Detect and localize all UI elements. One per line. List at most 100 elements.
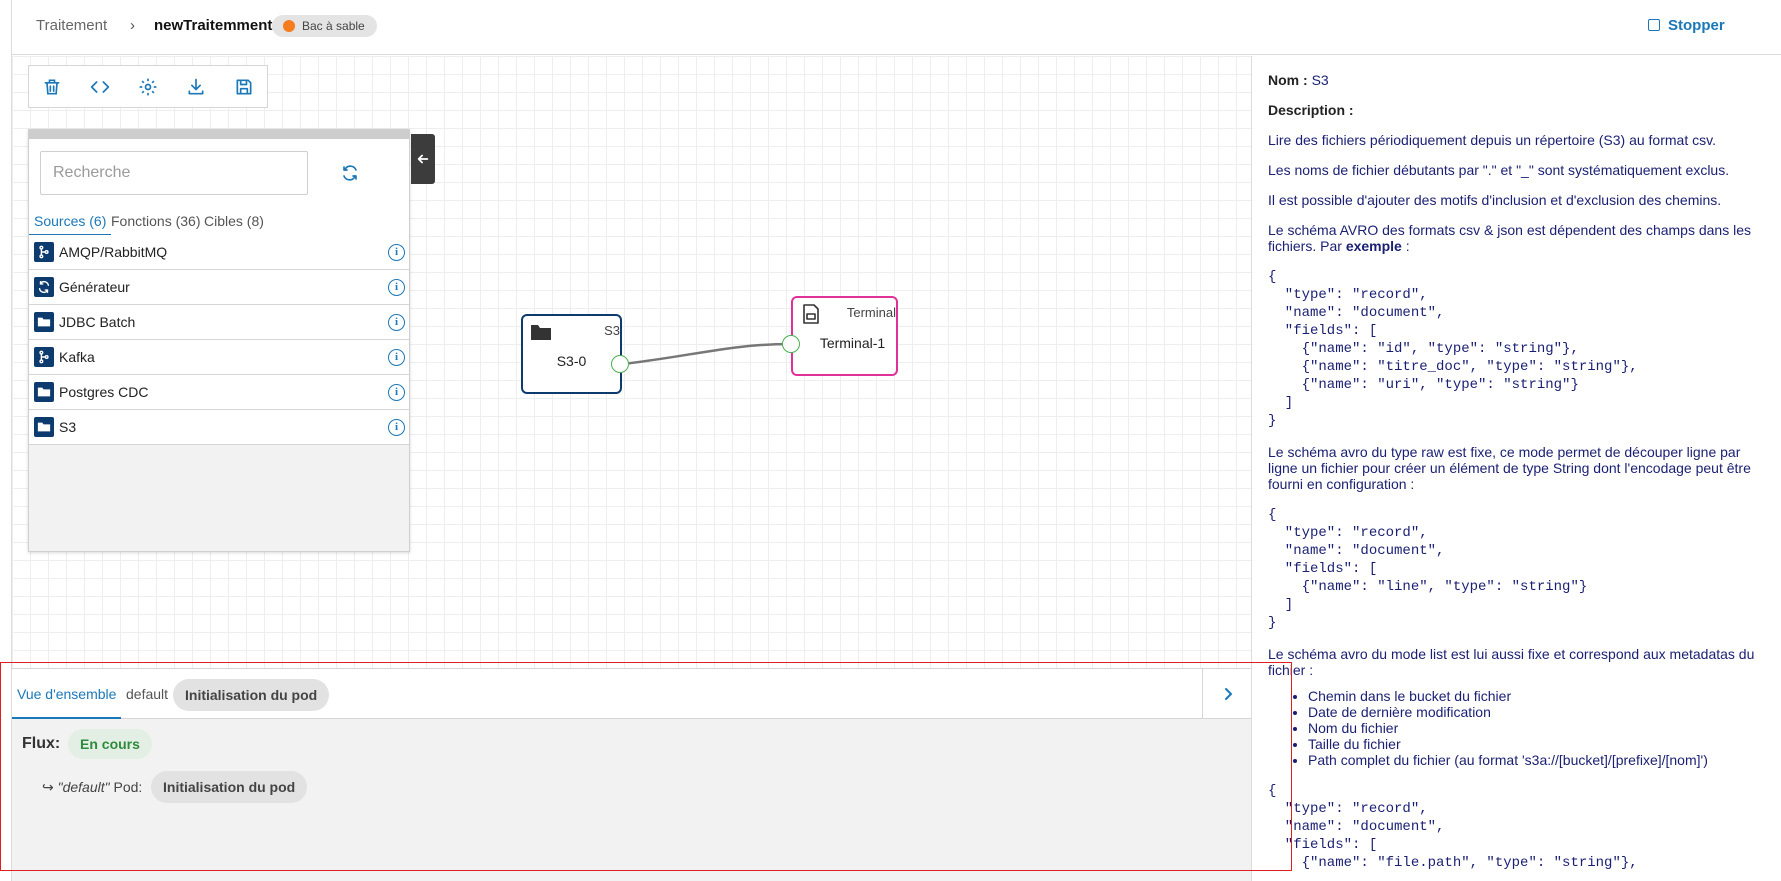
- code-block-list: { "type": "record", "name": "document", …: [1268, 783, 1638, 871]
- arrow-left-icon: [417, 154, 429, 164]
- stop-square-icon: [1648, 19, 1660, 31]
- stop-button-label: Stopper: [1668, 17, 1725, 34]
- info-icon[interactable]: i: [388, 244, 405, 261]
- palette-item-s3[interactable]: S3 i: [29, 410, 409, 445]
- code-icon[interactable]: [90, 77, 110, 97]
- gear-icon[interactable]: [138, 77, 158, 97]
- palette-item-label: Kafka: [59, 349, 95, 365]
- stream-icon: [34, 347, 54, 367]
- generator-icon: [34, 277, 54, 297]
- palette-item-label: JDBC Batch: [59, 314, 136, 330]
- list-item: Chemin dans le bucket du fichier: [1308, 688, 1767, 704]
- node-s3[interactable]: S3 S3-0: [521, 314, 622, 394]
- flux-label: Flux:: [22, 735, 61, 752]
- breadcrumb-current: newTraitemment: [154, 17, 273, 34]
- palette-list: AMQP/RabbitMQ i Générateur i JDBC Batch …: [29, 235, 409, 445]
- tab-cibles[interactable]: Cibles (8): [204, 213, 264, 229]
- description-p1: Lire des fichiers périodiquement depuis …: [1268, 132, 1716, 148]
- palette-item-generateur[interactable]: Générateur i: [29, 270, 409, 305]
- folder-icon: [34, 382, 54, 402]
- description-p6: Le schéma avro du mode list est lui auss…: [1268, 646, 1755, 678]
- info-icon[interactable]: i: [388, 279, 405, 296]
- palette-item-kafka[interactable]: Kafka i: [29, 340, 409, 375]
- info-icon[interactable]: i: [388, 419, 405, 436]
- palette-item-label: S3: [59, 419, 77, 435]
- name-label: Nom :: [1268, 72, 1308, 88]
- tab-default[interactable]: default: [126, 686, 169, 702]
- node-type-label: Terminal: [846, 305, 896, 320]
- p4-bold: exemple: [1345, 238, 1402, 254]
- status-panel: Vue d'ensemble default Initialisation du…: [12, 668, 1251, 881]
- palette-header: Sources (6) Fonctions (36) Cibles (8): [29, 139, 409, 236]
- collapse-palette-button[interactable]: [411, 134, 435, 184]
- canvas-toolbar: [28, 65, 268, 108]
- component-palette: Sources (6) Fonctions (36) Cibles (8) AM…: [28, 129, 410, 552]
- description-label: Description :: [1268, 102, 1354, 118]
- node-name-label: S3-0: [556, 353, 587, 369]
- terminal-doc-icon: [800, 303, 822, 325]
- p4-prefix: Le schéma AVRO des formats csv & json es…: [1268, 222, 1751, 254]
- save-icon[interactable]: [234, 77, 254, 97]
- tab-status-chip[interactable]: Initialisation du pod: [173, 679, 330, 711]
- flux-status-badge: En cours: [68, 729, 152, 759]
- description-p3: Il est possible d'ajouter des motifs d'i…: [1268, 192, 1722, 208]
- pod-arrow-icon: ↪: [42, 779, 54, 795]
- list-item: Nom du fichier: [1308, 720, 1767, 736]
- palette-item-amqp-rabbitmq[interactable]: AMQP/RabbitMQ i: [29, 235, 409, 270]
- details-panel: Nom : S3 Description : Lire des fichiers…: [1251, 56, 1781, 881]
- breadcrumb-root[interactable]: Traitement: [36, 17, 108, 34]
- status-tabs: Vue d'ensemble default Initialisation du…: [12, 669, 1251, 719]
- tab-sources[interactable]: Sources (6): [34, 213, 107, 229]
- code-block-raw: { "type": "record", "name": "document", …: [1268, 507, 1588, 631]
- output-port[interactable]: [611, 355, 629, 373]
- description-p2: Les noms de fichier débutants par "." et…: [1268, 162, 1730, 178]
- next-tab-button[interactable]: [1202, 669, 1251, 719]
- list-item: Path complet du fichier (au format 's3a:…: [1308, 752, 1767, 768]
- folder-icon: [34, 312, 54, 332]
- folder-icon: [34, 417, 54, 437]
- search-input[interactable]: [40, 151, 308, 195]
- pod-name: "default": [57, 779, 110, 795]
- palette-tabs: Sources (6) Fonctions (36) Cibles (8): [29, 209, 409, 236]
- pod-line: ↪ "default" Pod:: [42, 779, 142, 796]
- info-icon[interactable]: i: [388, 384, 405, 401]
- details-name-row: Nom : S3: [1268, 72, 1767, 88]
- left-edge-strip: [0, 0, 12, 881]
- node-name-label: Terminal-1: [819, 335, 886, 351]
- sandbox-badge: Bac à sable: [272, 15, 377, 37]
- flow-canvas[interactable]: Sources (6) Fonctions (36) Cibles (8) AM…: [12, 56, 1251, 668]
- active-tab-indicator: [12, 717, 121, 719]
- palette-drag-handle[interactable]: [29, 130, 409, 139]
- trash-icon[interactable]: [42, 77, 62, 97]
- status-dot-icon: [283, 20, 295, 32]
- tab-fonctions[interactable]: Fonctions (36): [111, 213, 201, 229]
- name-value: S3: [1311, 72, 1329, 88]
- node-terminal[interactable]: Terminal Terminal-1: [791, 296, 898, 376]
- palette-item-jdbc-batch[interactable]: JDBC Batch i: [29, 305, 409, 340]
- node-type-label: S3: [604, 323, 620, 338]
- input-port[interactable]: [782, 335, 800, 353]
- p4-suffix: :: [1401, 238, 1410, 254]
- sandbox-badge-label: Bac à sable: [302, 19, 365, 33]
- palette-item-label: Générateur: [59, 279, 130, 295]
- info-icon[interactable]: i: [388, 314, 405, 331]
- chevron-right-icon: [1225, 688, 1232, 700]
- folder-icon: [530, 321, 552, 343]
- pod-status-badge: Initialisation du pod: [151, 771, 308, 803]
- info-icon[interactable]: i: [388, 349, 405, 366]
- description-p4: Le schéma AVRO des formats csv & json es…: [1268, 222, 1767, 254]
- description-p5: Le schéma avro du type raw est fixe, ce …: [1268, 444, 1751, 492]
- download-icon[interactable]: [186, 77, 206, 97]
- stream-icon: [34, 242, 54, 262]
- list-item: Taille du fichier: [1308, 736, 1767, 752]
- breadcrumb-chevron-icon: ›: [130, 17, 135, 34]
- code-block-csv-json: { "type": "record", "name": "document", …: [1268, 269, 1638, 429]
- metadata-list: Chemin dans le bucket du fichier Date de…: [1308, 688, 1767, 768]
- refresh-icon[interactable]: [341, 164, 359, 182]
- list-item: Date de dernière modification: [1308, 704, 1767, 720]
- palette-item-label: AMQP/RabbitMQ: [59, 244, 168, 260]
- stop-button[interactable]: Stopper: [1648, 17, 1725, 34]
- tab-overview[interactable]: Vue d'ensemble: [17, 686, 117, 702]
- palette-item-postgres-cdc[interactable]: Postgres CDC i: [29, 375, 409, 410]
- header-bar: Traitement › newTraitemment Bac à sable …: [12, 0, 1781, 55]
